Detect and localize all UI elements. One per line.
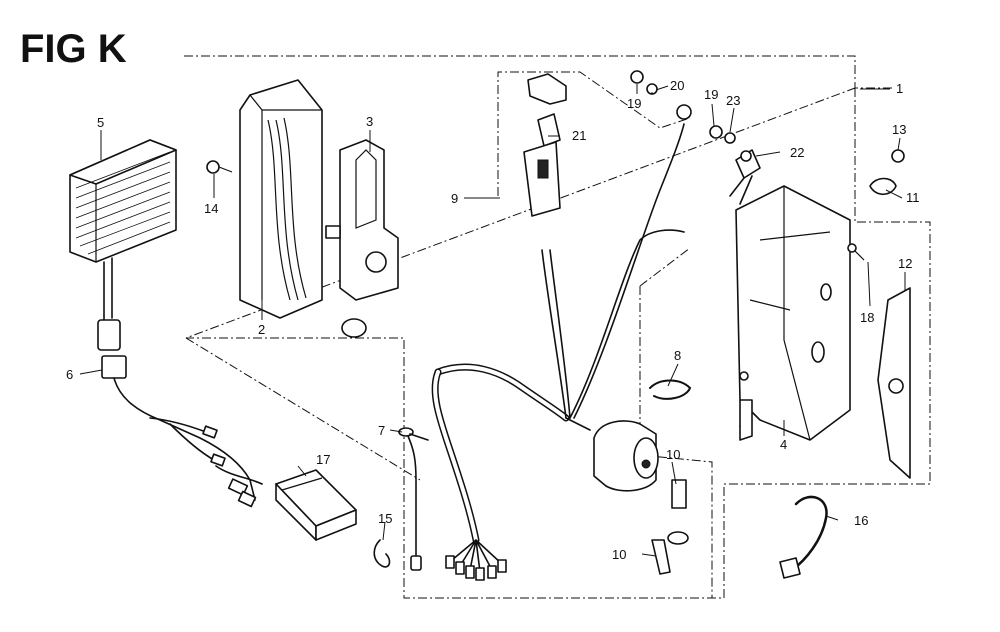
terminal-22	[729, 149, 761, 205]
callout-13: 13	[892, 122, 906, 137]
callout-5: 5	[97, 115, 104, 130]
strip-hole	[888, 378, 904, 394]
control-box-cover	[239, 79, 323, 319]
control-panel	[735, 185, 851, 441]
box-17	[275, 469, 357, 541]
callout-19-left: 19	[627, 96, 641, 111]
callout-8: 8	[674, 348, 681, 363]
callout-7: 7	[378, 423, 385, 438]
ground-wire	[398, 427, 429, 571]
callout-9: 9	[451, 191, 458, 206]
grommet	[341, 318, 367, 338]
callout-19-right: 19	[704, 87, 718, 102]
callout-6: 6	[66, 367, 73, 382]
clamp-8	[649, 379, 692, 400]
regulator-rectifier	[69, 139, 177, 351]
callout-10-upper: 10	[666, 447, 680, 462]
cable-tie-head	[779, 557, 801, 579]
callout-1: 1	[896, 81, 903, 96]
callout-labels: 1 2 3 4 5 6 7 8 9 10 10 11 12 13 14 15 1…	[66, 78, 920, 562]
screw-14	[206, 160, 233, 174]
fuse-holder	[523, 73, 567, 217]
callout-12: 12	[898, 256, 912, 271]
fasteners-right	[847, 149, 905, 261]
callout-22: 22	[790, 145, 804, 160]
assembly-boundaries	[184, 55, 931, 599]
callout-11: 11	[906, 190, 920, 205]
leader-20	[655, 85, 669, 91]
ignition-switch	[593, 420, 689, 575]
callout-2: 2	[258, 322, 265, 337]
callout-15: 15	[378, 511, 392, 526]
regulator-harness	[101, 355, 263, 508]
callout-16: 16	[854, 513, 868, 528]
callout-14: 14	[204, 201, 218, 216]
figure-title: FIG K	[20, 27, 127, 71]
callout-20: 20	[670, 78, 684, 93]
bracket	[325, 139, 399, 301]
callout-21: 21	[572, 128, 586, 143]
callout-4: 4	[780, 437, 787, 452]
callout-10-lower: 10	[612, 547, 626, 562]
cable-tie-16	[790, 495, 828, 572]
leader-lines	[79, 84, 906, 557]
clip-15	[373, 539, 391, 568]
callout-17: 17	[316, 452, 330, 467]
callout-23: 23	[726, 93, 740, 108]
main-wire-harness	[431, 123, 685, 581]
callout-18: 18	[860, 310, 874, 325]
callout-3: 3	[366, 114, 373, 129]
